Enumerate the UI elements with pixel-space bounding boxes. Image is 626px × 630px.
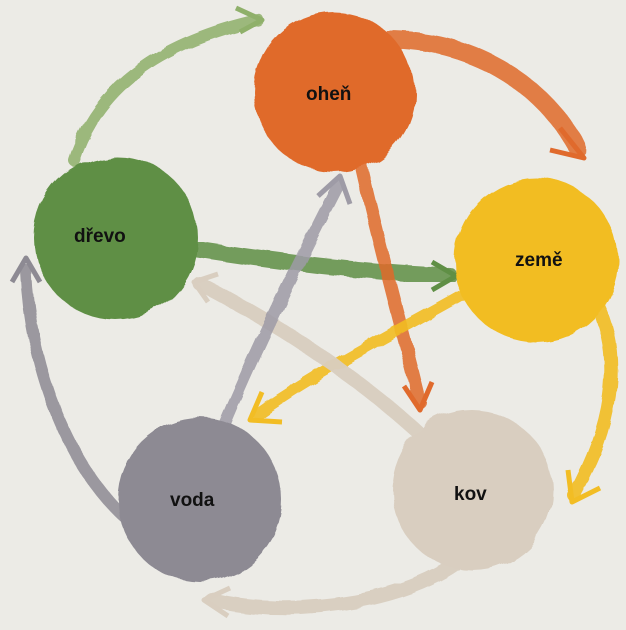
wood-label: dřevo	[74, 226, 126, 248]
metal-label: kov	[454, 484, 487, 506]
earth-label: země	[515, 250, 563, 272]
water-label: voda	[170, 490, 214, 512]
fire-label: oheň	[306, 84, 351, 106]
